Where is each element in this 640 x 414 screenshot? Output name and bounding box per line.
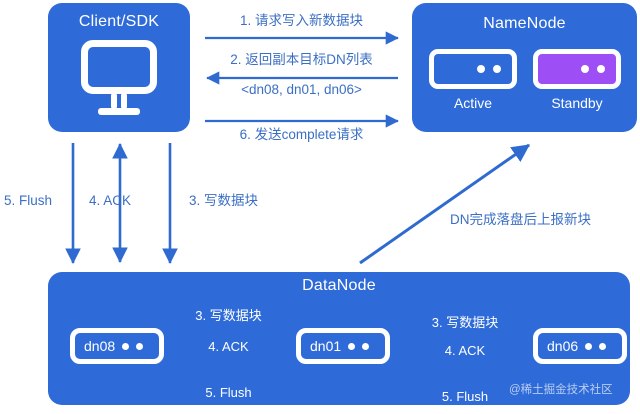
server-led-dot	[477, 65, 485, 73]
datanode-node-label: dn08	[84, 338, 116, 354]
datanode-title: DataNode	[302, 277, 376, 294]
monitor-base	[98, 108, 140, 115]
label-pipeline-left-write: 3. 写数据块	[195, 308, 262, 323]
label-step1-request-write-block: 1. 请求写入新数据块	[239, 13, 363, 28]
monitor-stand-right	[121, 94, 127, 108]
server-led-dot	[581, 65, 589, 73]
server-led-dot	[597, 65, 605, 73]
client-sdk-title: Client/SDK	[78, 13, 160, 30]
label-pipeline-right-write: 3. 写数据块	[431, 315, 499, 330]
monitor-stand-left	[111, 94, 117, 108]
label-vertical-ack: 4. ACK	[89, 193, 132, 208]
server-led-dot	[122, 342, 130, 350]
monitor-screen	[81, 40, 157, 94]
arrow-block-report	[359, 143, 530, 265]
watermark: @稀土掘金技术社区	[509, 384, 613, 396]
monitor-icon	[81, 40, 157, 116]
server-led-dot	[362, 342, 370, 350]
label-vertical-flush: 5. Flush	[4, 193, 53, 208]
label-step2-dn-list-values: <dn08, dn01, dn06>	[241, 82, 362, 97]
label-step2-return-dn-list: 2. 返回副本目标DN列表	[230, 52, 373, 67]
datanode-node-dn08[interactable]: dn08	[70, 328, 164, 364]
namenode-box[interactable]: NameNode Active Standby	[412, 3, 637, 132]
namenode-active-server-icon[interactable]	[429, 49, 517, 89]
namenode-standby-label: Standby	[551, 95, 603, 111]
label-pipeline-left-ack: 4. ACK	[208, 339, 249, 354]
label-step6-send-complete: 6. 发送complete请求	[239, 127, 364, 142]
namenode-standby-server-icon[interactable]	[533, 49, 621, 89]
label-pipeline-right-ack: 4. ACK	[444, 343, 486, 358]
label-vertical-write-block: 3. 写数据块	[189, 193, 259, 208]
datanode-node-dn06[interactable]: dn06	[533, 328, 627, 364]
server-led-dot	[136, 342, 144, 350]
label-pipeline-left-flush: 5. Flush	[205, 385, 252, 400]
client-sdk-box[interactable]: Client/SDK	[48, 3, 190, 132]
namenode-active-label: Active	[453, 95, 493, 111]
server-led-dot	[585, 342, 593, 350]
server-led-dot	[348, 342, 356, 350]
datanode-node-label: dn06	[547, 338, 579, 354]
server-led-dot	[493, 65, 501, 73]
namenode-title: NameNode	[483, 15, 566, 32]
datanode-node-dn01[interactable]: dn01	[296, 328, 390, 364]
server-led-dot	[599, 342, 607, 350]
datanode-node-label: dn01	[310, 338, 342, 354]
label-pipeline-right-flush: 5. Flush	[441, 389, 489, 404]
label-dn-block-report: DN完成落盘后上报新块	[450, 212, 591, 227]
